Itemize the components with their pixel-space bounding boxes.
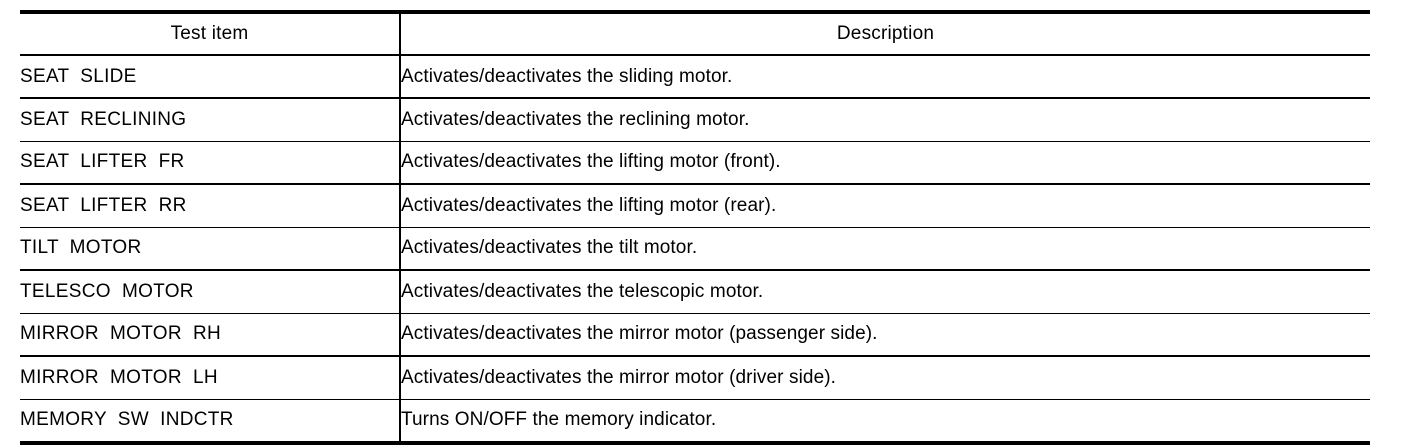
table-row: SEAT SLIDE Activates/deactivates the sli… [20, 55, 1370, 99]
cell-test-item: TILT MOTOR [20, 227, 401, 271]
table-header-row: Test item Description [20, 10, 1370, 56]
cell-description: Activates/deactivates the mirror motor (… [400, 356, 1370, 400]
table-row: TELESCO MOTOR Activates/deactivates the … [20, 270, 1370, 314]
table-header: Test item Description [20, 10, 1370, 56]
cell-test-item: SEAT RECLINING [20, 98, 401, 142]
column-header-description: Description [400, 10, 1370, 56]
cell-description: Activates/deactivates the telescopic mot… [400, 270, 1370, 314]
cell-test-item: MIRROR MOTOR LH [20, 356, 401, 400]
cell-description: Activates/deactivates the tilt motor. [400, 227, 1370, 271]
cell-description: Activates/deactivates the lifting motor … [400, 184, 1370, 228]
cell-test-item: SEAT LIFTER RR [20, 184, 401, 228]
table-body: SEAT SLIDE Activates/deactivates the sli… [20, 55, 1370, 445]
cell-test-item: MIRROR MOTOR RH [20, 313, 401, 357]
table-row: MIRROR MOTOR LH Activates/deactivates th… [20, 356, 1370, 400]
table-row: SEAT LIFTER FR Activates/deactivates the… [20, 141, 1370, 185]
cell-test-item: SEAT SLIDE [20, 55, 401, 99]
cell-description: Activates/deactivates the mirror motor (… [400, 313, 1370, 357]
cell-description: Activates/deactivates the reclining moto… [400, 98, 1370, 142]
test-item-description-table: Test item Description SEAT SLIDE Activat… [20, 10, 1370, 445]
cell-description: Turns ON/OFF the memory indicator. [400, 399, 1370, 445]
table-row: SEAT LIFTER RR Activates/deactivates the… [20, 184, 1370, 228]
cell-test-item: TELESCO MOTOR [20, 270, 401, 314]
cell-description: Activates/deactivates the lifting motor … [400, 141, 1370, 185]
table-row: MEMORY SW INDCTR Turns ON/OFF the memory… [20, 399, 1370, 445]
table-row: TILT MOTOR Activates/deactivates the til… [20, 227, 1370, 271]
cell-test-item: MEMORY SW INDCTR [20, 399, 401, 445]
cell-description: Activates/deactivates the sliding motor. [400, 55, 1370, 99]
cell-test-item: SEAT LIFTER FR [20, 141, 401, 185]
table-row: SEAT RECLINING Activates/deactivates the… [20, 98, 1370, 142]
table-row: MIRROR MOTOR RH Activates/deactivates th… [20, 313, 1370, 357]
column-header-test-item: Test item [20, 10, 401, 56]
